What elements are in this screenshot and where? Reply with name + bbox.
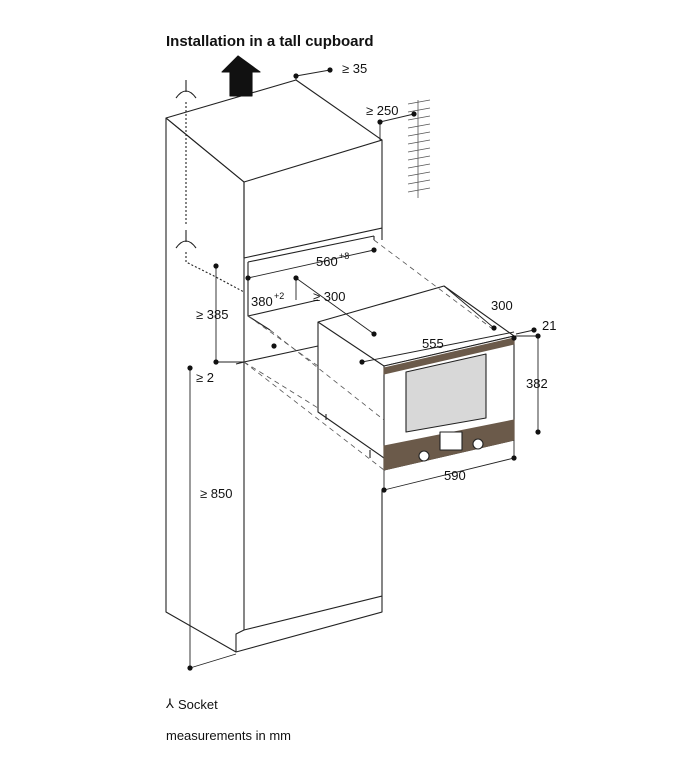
dim-niche-depth: ≥ 300: [313, 289, 345, 304]
dim-base-gap: ≥ 2: [196, 370, 214, 385]
dimension-lines: [189, 69, 539, 669]
dim-top-gap: ≥ 35: [342, 61, 367, 76]
dim-niche-clear: ≥ 385: [196, 307, 228, 322]
appliance: [317, 285, 515, 471]
diagram-title: Installation in a tall cupboard: [166, 33, 374, 50]
dim-appliance-depth: 300: [491, 298, 513, 313]
dim-front-thickness: 21: [542, 318, 556, 333]
dim-floor-height: ≥ 850: [200, 486, 232, 501]
rear-wall-hatch: [407, 99, 431, 198]
units-note: measurements in mm: [166, 728, 291, 743]
socket-legend-icon: ⅄: [166, 696, 174, 711]
dim-appliance-width: 555: [422, 336, 444, 351]
dim-niche-height-tol: +2: [274, 291, 284, 301]
socket-legend-label: Socket: [177, 696, 218, 712]
socket-icon: [175, 80, 245, 293]
dim-niche-width-tol: +8: [339, 251, 349, 261]
dim-appliance-height: 382: [526, 376, 548, 391]
socket-legend: ⅄ Socket: [166, 696, 218, 712]
dim-niche-width: 560: [316, 254, 338, 269]
tall-cupboard: [165, 79, 383, 653]
dimension-dots: [187, 67, 541, 671]
ventilation-arrow-icon: [221, 55, 261, 97]
projection-lines: [243, 239, 495, 471]
dim-niche-height: 380: [251, 294, 273, 309]
dim-rear-vent: ≥ 250: [366, 103, 398, 118]
dim-front-width: 590: [444, 468, 466, 483]
